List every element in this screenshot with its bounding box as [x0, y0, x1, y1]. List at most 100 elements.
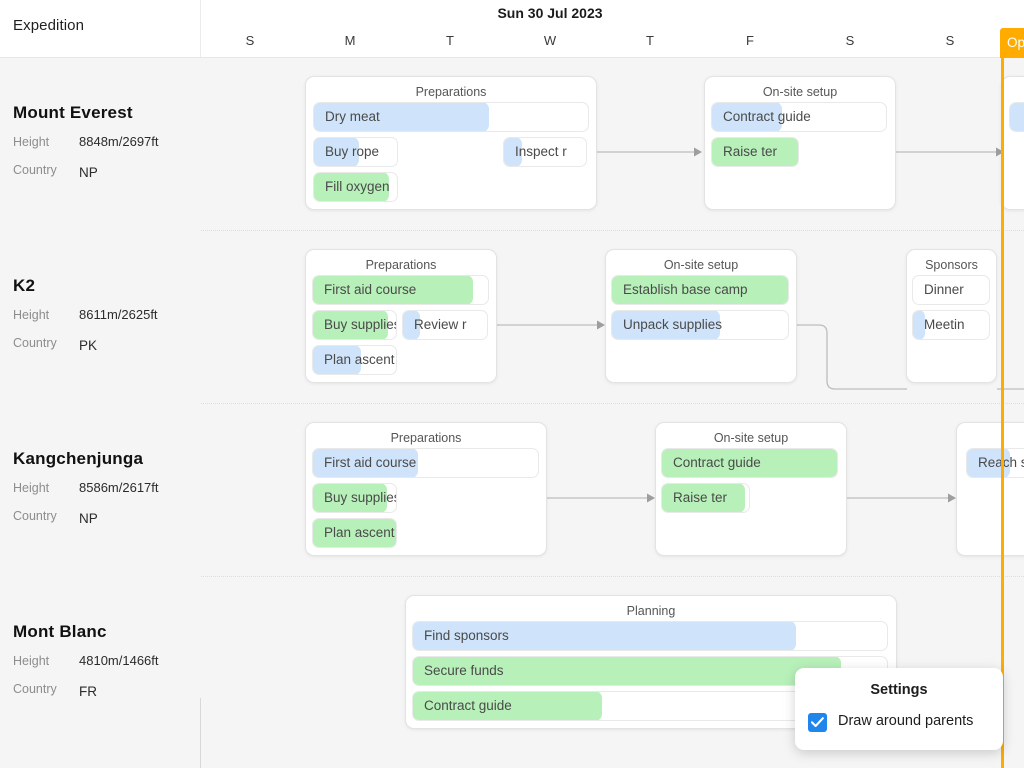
connector-arrow	[547, 493, 655, 503]
task-bar[interactable]: Dry meat	[313, 102, 589, 132]
task-label: Inspect r	[515, 144, 567, 159]
task-bar[interactable]: Plan ascent	[312, 345, 397, 375]
task-group-box[interactable]: On-site setup	[704, 76, 896, 210]
row-separator	[0, 576, 1024, 577]
task-group-title: Sponsors	[925, 258, 978, 272]
country-key: Country	[13, 509, 57, 523]
task-group-title: On-site setup	[663, 258, 739, 272]
settings-popup[interactable]: Settings Draw around parents	[795, 668, 1003, 750]
task-bar[interactable]: Find sponsors	[412, 621, 888, 651]
row-separator	[0, 230, 1024, 231]
task-label: Find sponsors	[424, 628, 509, 643]
height-attr: Height 4810m/1466ft	[13, 650, 198, 678]
task-bar[interactable]	[1009, 102, 1024, 132]
task-progress-fill	[313, 346, 361, 374]
task-group-title: On-site setup	[713, 431, 789, 445]
expedition-name: Mount Everest	[13, 103, 133, 122]
task-bar[interactable]: Buy supplies	[312, 483, 397, 513]
task-label: Plan ascent	[324, 352, 395, 367]
task-label: Buy supplies	[324, 317, 397, 332]
country-key: Country	[13, 336, 57, 350]
task-progress-fill	[612, 311, 720, 339]
task-label: Contract guide	[424, 698, 512, 713]
task-bar[interactable]: Secure funds	[412, 656, 888, 686]
task-bar[interactable]: Establish base camp	[611, 275, 789, 305]
header-pane-divider	[200, 0, 201, 58]
task-progress-fill	[314, 173, 389, 201]
task-progress-fill	[313, 484, 387, 512]
task-label: First aid course	[324, 282, 417, 297]
checkmark-icon	[811, 717, 824, 728]
task-label: Raise ter	[673, 490, 728, 505]
task-group-title: Preparations	[415, 85, 487, 99]
day-column-header-2: T	[446, 33, 454, 48]
connector-arrow	[896, 147, 1004, 157]
task-bar[interactable]: Inspect r	[503, 137, 587, 167]
task-bar[interactable]: Raise ter	[661, 483, 750, 513]
task-bar[interactable]: Dinner	[912, 275, 990, 305]
task-progress-fill	[612, 276, 788, 304]
task-progress-fill	[313, 519, 396, 547]
task-bar[interactable]: First aid course	[312, 448, 539, 478]
task-progress-fill	[413, 657, 841, 685]
draw-around-parents-checkbox[interactable]	[808, 713, 827, 732]
task-progress-fill	[314, 138, 359, 166]
height-value: 4810m/1466ft	[79, 653, 159, 668]
task-progress-fill	[712, 103, 782, 131]
country-key: Country	[13, 163, 57, 177]
task-bar[interactable]: Reach summit	[966, 448, 1024, 478]
task-label: Review r	[414, 317, 467, 332]
task-progress-fill	[504, 138, 522, 166]
day-column-header-4: T	[646, 33, 654, 48]
task-bar[interactable]: Fill oxygen	[313, 172, 398, 202]
task-bar[interactable]: Meetin	[912, 310, 990, 340]
task-group-title: On-site setup	[762, 85, 838, 99]
task-label: Secure funds	[424, 663, 504, 678]
expedition-name: Mont Blanc	[13, 622, 107, 641]
task-label: Fill oxygen	[325, 179, 390, 194]
task-group-title: Preparations	[365, 258, 437, 272]
task-group-title: Planning	[626, 604, 676, 618]
task-bar[interactable]: Raise ter	[711, 137, 799, 167]
task-bar[interactable]: Buy supplies	[312, 310, 397, 340]
task-bar[interactable]: Review r	[402, 310, 488, 340]
height-key: Height	[13, 654, 50, 668]
connector-arrow	[597, 147, 702, 157]
height-value: 8848m/2697ft	[79, 134, 159, 149]
draw-around-parents-label: Draw around parents	[838, 713, 974, 729]
task-label: Meetin	[924, 317, 965, 332]
task-bar[interactable]: Plan ascent	[312, 518, 397, 548]
settings-title: Settings	[870, 682, 928, 698]
task-bar[interactable]: First aid course	[312, 275, 489, 305]
task-label: Buy supplies	[324, 490, 397, 505]
connector-arrow	[497, 320, 605, 330]
task-progress-fill	[712, 138, 798, 166]
task-group-box[interactable]	[1001, 76, 1024, 210]
row-separator	[0, 403, 1024, 404]
task-label: Unpack supplies	[623, 317, 723, 332]
task-label: Dry meat	[325, 109, 380, 124]
task-bar[interactable]: Contract guide	[661, 448, 838, 478]
day-column-header-3: W	[543, 33, 557, 48]
task-bar[interactable]: Contract guide	[711, 102, 887, 132]
task-label: First aid course	[324, 455, 417, 470]
task-group-box[interactable]	[956, 422, 1024, 556]
task-bar[interactable]: Unpack supplies	[611, 310, 789, 340]
today-marker-badge[interactable]: Op	[1000, 28, 1024, 58]
task-progress-fill	[913, 311, 925, 339]
task-progress-fill	[313, 276, 473, 304]
task-label: Raise ter	[723, 144, 778, 159]
task-progress-fill	[313, 449, 418, 477]
task-bar[interactable]: Buy rope	[313, 137, 398, 167]
